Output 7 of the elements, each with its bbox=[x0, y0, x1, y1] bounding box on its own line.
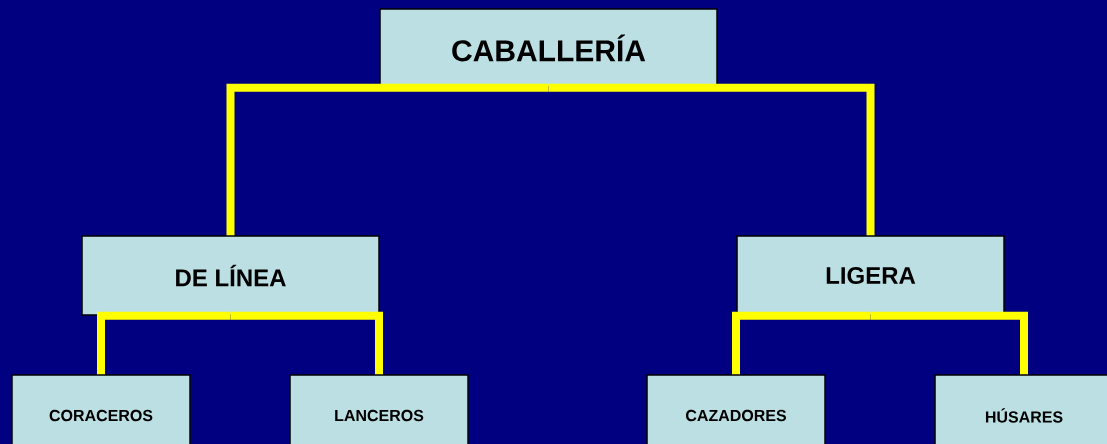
category-box: LIGERA bbox=[736, 235, 1005, 316]
unit-box: CORACEROS bbox=[11, 374, 191, 444]
unit-box: CAZADORES bbox=[646, 374, 826, 444]
unit-box: HÚSARES bbox=[934, 374, 1107, 444]
category-box: DE LÍNEA bbox=[81, 235, 380, 316]
title-box: CABALLERÍA bbox=[379, 8, 718, 88]
unit-box: LANCEROS bbox=[289, 374, 469, 444]
